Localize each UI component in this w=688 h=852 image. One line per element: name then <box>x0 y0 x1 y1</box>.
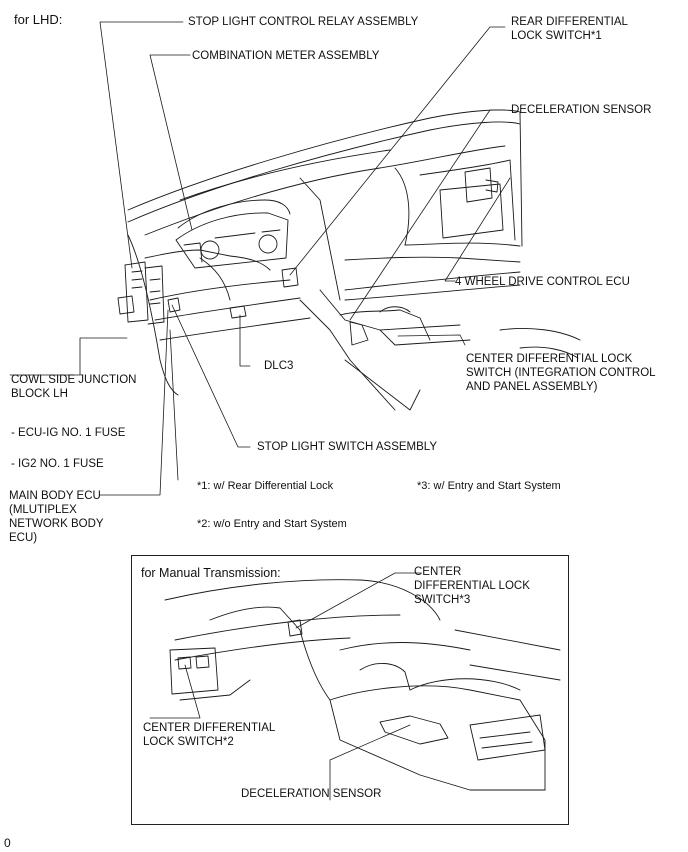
label-stop-light-switch: STOP LIGHT SWITCH ASSEMBLY <box>257 441 438 453</box>
label-4wd-control-ecu: 4 WHEEL DRIVE CONTROL ECU <box>455 276 630 288</box>
footnote-2: *2: w/o Entry and Start System <box>197 518 347 530</box>
label-combination-meter: COMBINATION METER ASSEMBLY <box>192 50 380 62</box>
manual-transmission-inset <box>131 555 569 825</box>
inset-leader-lines <box>149 572 421 801</box>
variant-label-lhd: for LHD: <box>14 12 63 27</box>
inset-illustration <box>164 579 561 791</box>
inset-title: for Manual Transmission: <box>141 566 281 580</box>
label-center-differential-lock-switch-2: CENTER DIFFERENTIAL LOCK SWITCH*2 <box>143 722 276 748</box>
label-center-differential-lock-switch-3: CENTER DIFFERENTIAL LOCK SWITCH*3 <box>414 566 530 606</box>
label-cowl-side-junction-block: COWL SIDE JUNCTION BLOCK LH <box>11 374 137 400</box>
dashboard-illustration <box>117 109 581 411</box>
label-ecu-ig-fuse: - ECU-IG NO. 1 FUSE <box>11 427 126 439</box>
footnote-3: *3: w/ Entry and Start System <box>417 480 561 492</box>
leader-lines <box>9 21 511 496</box>
label-dlc3: DLC3 <box>264 360 294 372</box>
label-rear-differential-lock-switch: REAR DIFFERENTIAL LOCK SWITCH*1 <box>511 16 628 42</box>
label-deceleration-sensor: DECELERATION SENSOR <box>511 104 652 116</box>
label-main-body-ecu: MAIN BODY ECU (MLUTIPLEX NETWORK BODY EC… <box>9 490 104 544</box>
label-stop-light-control-relay: STOP LIGHT CONTROL RELAY ASSEMBLY <box>188 16 419 28</box>
label-center-differential-lock-switch: CENTER DIFFERENTIAL LOCK SWITCH (INTEGRA… <box>466 353 656 393</box>
label-inset-deceleration-sensor: DECELERATION SENSOR <box>241 788 382 800</box>
footnote-1: *1: w/ Rear Differential Lock <box>197 480 334 492</box>
label-ig2-fuse: - IG2 NO. 1 FUSE <box>11 458 104 470</box>
figure-code: 0 <box>4 836 11 850</box>
